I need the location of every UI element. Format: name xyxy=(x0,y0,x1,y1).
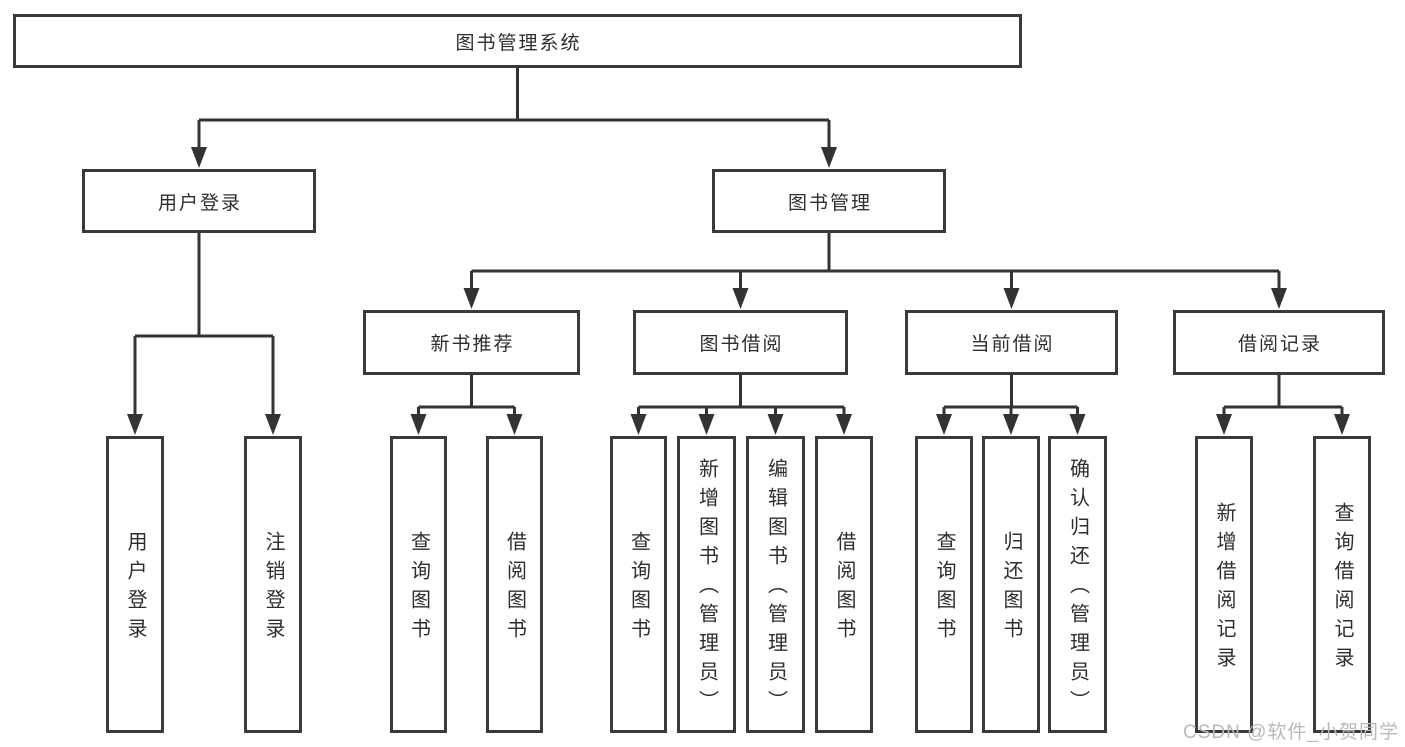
node-label-record-2: 查询借阅记录 xyxy=(1331,501,1353,676)
node-borrow-3: 编辑图书（管理员） xyxy=(746,436,805,733)
node-label-borrow-4: 借阅图书 xyxy=(833,530,855,647)
arrowhead-icon xyxy=(1003,414,1019,435)
arrowhead-icon xyxy=(836,414,852,435)
node-mgmt: 图书管理 xyxy=(712,169,946,233)
node-rec: 新书推荐 xyxy=(363,310,580,375)
node-label-record: 借阅记录 xyxy=(1237,334,1322,355)
arrowhead-icon xyxy=(1334,414,1350,435)
node-label-login-2: 注销登录 xyxy=(262,530,284,647)
node-label-mgmt: 图书管理 xyxy=(787,192,872,214)
arrowhead-icon xyxy=(191,147,207,168)
node-record-2: 查询借阅记录 xyxy=(1313,436,1371,733)
arrowhead-icon xyxy=(506,414,523,435)
arrowhead-icon xyxy=(821,147,837,168)
csdn-watermark: CSDN @软件_小贺同学 xyxy=(1183,722,1399,743)
node-label-rec-2: 借阅图书 xyxy=(503,530,526,647)
node-label-borrow-3: 编辑图书（管理员） xyxy=(764,458,787,719)
node-label-borrow-1: 查询图书 xyxy=(627,530,650,647)
node-label-current: 当前借阅 xyxy=(970,334,1055,355)
node-label-borrow: 图书借阅 xyxy=(699,334,784,355)
arrowhead-icon xyxy=(1271,288,1287,309)
node-login-1: 用户登录 xyxy=(106,436,164,733)
node-label-rec-1: 查询图书 xyxy=(407,530,430,647)
arrowhead-icon xyxy=(936,414,952,435)
arrowhead-icon xyxy=(127,414,143,435)
arrowhead-icon xyxy=(265,414,281,435)
node-rec-1: 查询图书 xyxy=(390,436,447,733)
arrowhead-icon xyxy=(732,288,749,309)
arrowhead-icon xyxy=(1069,414,1086,435)
node-rec-2: 借阅图书 xyxy=(486,436,543,733)
node-record: 借阅记录 xyxy=(1173,310,1385,375)
node-current-3: 确认归还（管理员） xyxy=(1048,436,1107,733)
node-borrow-1: 查询图书 xyxy=(610,436,667,733)
arrowhead-icon xyxy=(698,414,715,435)
arrowhead-icon xyxy=(630,414,647,435)
node-label-login-1: 用户登录 xyxy=(124,530,146,647)
node-label-current-1: 查询图书 xyxy=(933,530,955,647)
node-label-current-2: 归还图书 xyxy=(1000,530,1022,647)
node-current-2: 归还图书 xyxy=(982,436,1040,733)
node-current: 当前借阅 xyxy=(905,310,1118,375)
arrowhead-icon xyxy=(1216,414,1232,435)
arrowhead-icon xyxy=(410,414,427,435)
node-root: 图书管理系统 xyxy=(13,14,1022,68)
node-label-login: 用户登录 xyxy=(157,192,242,214)
arrowhead-icon xyxy=(1003,288,1020,309)
node-current-1: 查询图书 xyxy=(915,436,973,733)
node-label-record-1: 新增借阅记录 xyxy=(1213,501,1235,676)
node-label-current-3: 确认归还（管理员） xyxy=(1066,458,1089,719)
node-label-rec: 新书推荐 xyxy=(430,334,515,355)
arrowhead-icon xyxy=(767,414,784,435)
node-label-borrow-2: 新增图书（管理员） xyxy=(695,458,718,719)
node-borrow: 图书借阅 xyxy=(633,310,848,375)
node-label-root: 图书管理系统 xyxy=(455,32,582,54)
node-record-1: 新增借阅记录 xyxy=(1195,436,1253,733)
node-borrow-2: 新增图书（管理员） xyxy=(677,436,736,733)
arrowhead-icon xyxy=(463,288,480,309)
node-borrow-4: 借阅图书 xyxy=(815,436,873,733)
node-login: 用户登录 xyxy=(82,169,316,233)
node-login-2: 注销登录 xyxy=(244,436,302,733)
